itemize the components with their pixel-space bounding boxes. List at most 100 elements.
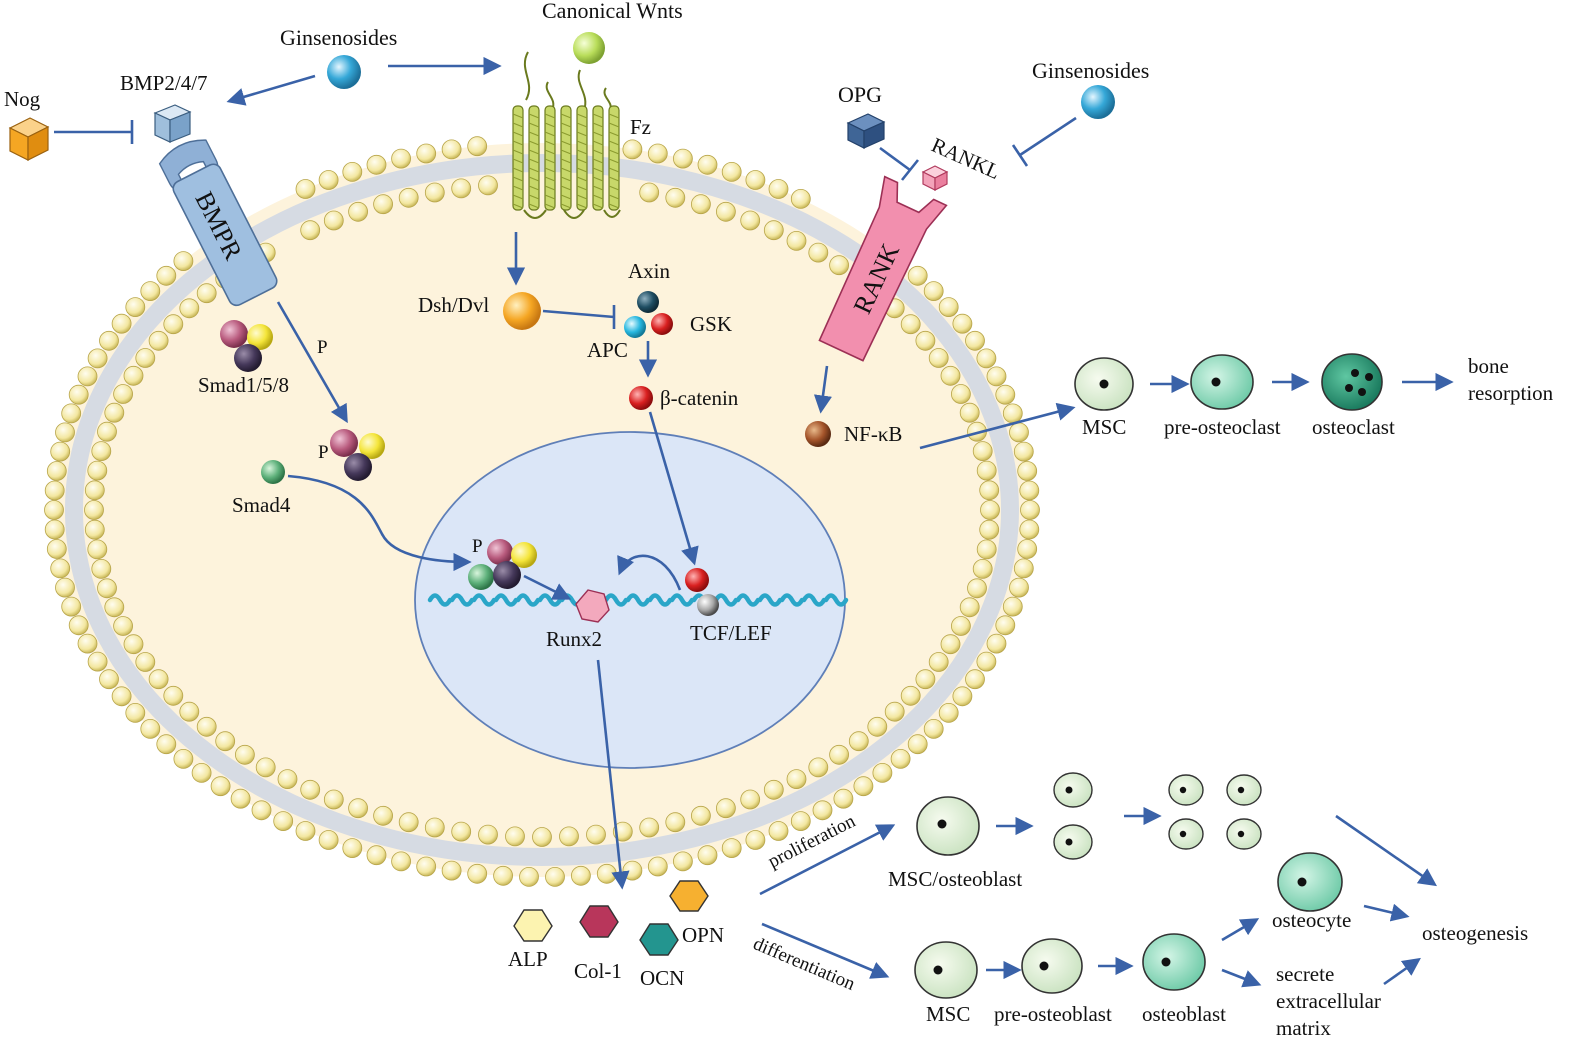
osteoblast-label: osteoblast: [1142, 1002, 1226, 1026]
secrete-label-1: secrete: [1276, 962, 1334, 986]
gsk-molecule: [651, 313, 673, 335]
inhibition-nog-bmp: [54, 120, 134, 144]
ocn-label: OCN: [640, 966, 684, 990]
nog-label: Nog: [4, 87, 41, 111]
osteoclast-msc-nucleus: [1099, 379, 1109, 389]
gsk-label: GSK: [690, 312, 732, 336]
smad4-label: Smad4: [232, 493, 291, 517]
arrow-runx2-to-markers: [596, 659, 630, 890]
msc-bottom-label: MSC: [926, 1002, 970, 1026]
differentiating-msc-nucleus: [933, 965, 943, 975]
arrow-osteoblast-to-osteocyte: [1221, 918, 1260, 942]
arrow-bmpr-to-smad: [276, 301, 348, 424]
arrow-to-differentiation: [761, 922, 890, 979]
ginsenoside-molecule-right: [1081, 85, 1115, 119]
ginsenoside-molecule-top: [327, 55, 361, 89]
tcf-beta-catenin: [685, 568, 709, 592]
tcf-lef-label: TCF/LEF: [690, 621, 772, 645]
osteocyte-label: osteocyte: [1272, 908, 1351, 932]
ginsenosides-right-label: Ginsenosides: [1032, 58, 1149, 83]
beta-catenin-molecule: [629, 386, 653, 410]
nog-icon: [8, 117, 50, 161]
pre-osteoclast-cell: [1190, 354, 1254, 410]
inhibition-ginsenosides-rankl: [1011, 116, 1077, 167]
osteogenesis-label: osteogenesis: [1422, 921, 1528, 945]
alp-marker: [513, 909, 553, 942]
secrete-label-3: matrix: [1276, 1016, 1331, 1040]
pre-osteoblast-nucleus: [1039, 961, 1049, 971]
arrow-smad-to-runx2: [523, 574, 572, 600]
arrow-nfkb-to-osteoclast: [919, 402, 1076, 450]
inhibition-dsh-gsk: [542, 305, 616, 329]
arrow-osteoblast-to-matrix: [1221, 968, 1262, 988]
osteocyte-nucleus: [1297, 877, 1307, 887]
wnt-ligand: [573, 32, 605, 64]
phospho-smad-complex: [330, 429, 385, 481]
alp-label: ALP: [508, 947, 548, 971]
nuclear-smad-complex: [468, 539, 537, 590]
smad4-molecule: [261, 460, 285, 484]
dsh-molecule: [503, 292, 541, 330]
apc-molecule: [624, 316, 646, 338]
osteoclast-label: osteoclast: [1312, 415, 1395, 439]
osteocyte-cell: [1277, 852, 1343, 912]
axin-molecule: [637, 291, 659, 313]
pre-osteoclast-label: pre-osteoclast: [1164, 415, 1281, 439]
bone-resorption-label-1: bone: [1468, 354, 1509, 378]
phospho-label-2: P: [318, 442, 329, 463]
arrow-osteocyte-to-osteogenesis: [1363, 903, 1410, 922]
ginsenosides-top-label: Ginsenosides: [280, 25, 397, 50]
bmp-ligand-icon: [153, 104, 192, 143]
col1-marker: [579, 905, 619, 938]
arrow-proliferation-to-osteogenesis: [1335, 814, 1437, 887]
frizzled-receptor: [512, 51, 621, 219]
osteoclast-cell: [1321, 353, 1383, 411]
axin-label: Axin: [628, 259, 671, 283]
pre-osteoblast-label: pre-osteoblast: [994, 1002, 1112, 1026]
arrow-matrix-to-osteogenesis: [1383, 957, 1421, 986]
opn-marker: [669, 880, 709, 912]
tcf-lef-molecule: [697, 594, 719, 616]
smad158-complex: [220, 320, 273, 372]
arrow-to-proliferation: [759, 824, 896, 896]
msc-top-label: MSC: [1082, 415, 1126, 439]
opg-icon: [846, 113, 886, 149]
nfkb-molecule: [805, 421, 831, 447]
fz-label: Fz: [630, 115, 651, 139]
arrow-smad-to-nucleus: [287, 474, 472, 572]
inhibition-opg-rankl: [879, 146, 920, 181]
pre-osteoclast-nucleus: [1211, 377, 1221, 387]
runx2-label: Runx2: [546, 627, 602, 651]
ocn-marker: [639, 923, 679, 956]
osteoclast-nuclei: [1345, 369, 1373, 396]
bone-resorption-label-2: resorption: [1468, 381, 1554, 405]
apc-label: APC: [587, 338, 628, 362]
proliferating-msc-nucleus: [937, 819, 947, 829]
arrow-tcf-to-runx2: [617, 554, 682, 591]
pre-osteoblast-cell: [1021, 938, 1083, 994]
osteoblast-nucleus: [1161, 957, 1171, 967]
msc-osteoblast-label: MSC/osteoblast: [888, 867, 1022, 891]
divided-cells-two: [1053, 772, 1093, 860]
proliferating-msc-cell: [916, 796, 980, 856]
phospho-label-3: P: [472, 536, 483, 557]
opn-label: OPN: [682, 923, 724, 947]
arrow-catenin-to-tcf: [648, 411, 699, 566]
secrete-label-2: extracellular: [1276, 989, 1381, 1013]
smad158-label: Smad1/5/8: [198, 373, 289, 397]
rankl-icon: [921, 165, 949, 191]
osteoblast-cell: [1142, 933, 1206, 991]
phospho-label-1: P: [317, 337, 328, 358]
divided-cells-four: [1168, 774, 1262, 850]
canonical-wnts-label: Canonical Wnts: [542, 0, 683, 23]
col1-label: Col-1: [574, 959, 622, 983]
arrow-rank-to-nfkb: [813, 365, 832, 414]
arrow-ginsenosides-to-bmp: [226, 74, 316, 106]
beta-catenin-label: β-catenin: [660, 386, 739, 410]
runx2-molecule: [575, 589, 610, 623]
nfkb-label: NF-κB: [844, 422, 902, 446]
differentiating-msc-cell: [914, 941, 978, 999]
dna-strand: [427, 593, 849, 607]
opg-label: OPG: [838, 82, 882, 107]
